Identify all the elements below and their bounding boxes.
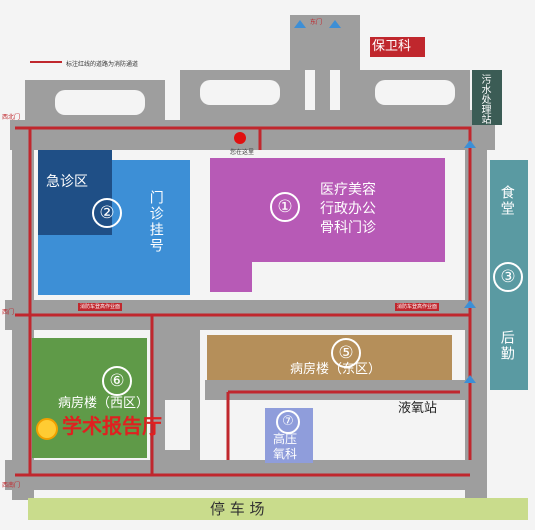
island-n2 [375,80,455,105]
admin-line1: 医疗美容 [320,182,376,198]
legend-text: 标注红线的道路为消防通道 [66,61,139,68]
east-ward-label: 病房楼（东区） [290,362,382,377]
island-nw [55,90,145,115]
hyperbaric-number: ⑦ [276,410,300,434]
lightbulb-icon [36,418,58,440]
hyperbaric-line2: 氧科 [273,447,298,461]
islands [55,70,455,450]
west-gate-upper-label: 西北门 [2,114,21,121]
sewage-building [472,70,502,125]
oxygen-station-label: 液氧站 [398,401,438,416]
west-gate-mid-label: 西门 [2,309,15,316]
parking-lot [28,498,528,520]
fire-roads [15,126,472,477]
security-label: 保卫科 [372,39,412,54]
island-lane-2 [330,70,340,110]
canteen-label: 食堂 [498,185,515,217]
fire-road-inner-south [226,390,460,460]
inner-road-south [205,380,465,400]
outpatient-number: ② [92,198,122,228]
island-inner [165,400,190,450]
you-are-here-label: 您在这里 [230,149,255,156]
emergency-label: 急诊区 [46,174,88,190]
security-building [370,37,425,57]
lecture-hall-label: 学术报告厅 [62,414,162,438]
admin-number: ① [270,192,300,222]
island-lane-1 [305,70,315,110]
you-are-here-dot [234,132,246,144]
west-ward-number: ⑥ [102,366,132,396]
arrow-icon [464,300,476,308]
admin-line3: 骨科门诊 [320,220,376,236]
admin-line2: 行政办公 [320,201,376,217]
arrow-icon [329,20,341,28]
admin-building [210,158,445,292]
island-n1 [200,80,280,105]
north-gate-label: 东门 [310,19,323,26]
east-ward-building [207,335,452,380]
west-gate-lower-label: 西南门 [2,482,21,489]
direction-arrows [294,20,476,383]
arrow-icon [464,140,476,148]
parking-label: 停 车 场 [210,500,265,518]
west-ward-label: 病房楼（西区） [58,396,150,411]
arrow-icon [294,20,306,28]
hyperbaric-line1: 高压 [273,432,298,446]
fire-tag-right: 消防车登高作业面 [395,303,440,311]
east-ward-number: ⑤ [331,338,361,368]
sewage-label: 污水处理站 [479,74,490,124]
logistics-label: 后勤 [498,330,515,362]
outpatient-label: 门诊挂号 [147,190,164,254]
fire-road-north [15,126,472,460]
fire-tag-left: 消防车登高作业面 [78,303,123,311]
outpatient-building [38,160,190,295]
logistics-number: ③ [493,262,523,292]
arrow-icon [464,375,476,383]
